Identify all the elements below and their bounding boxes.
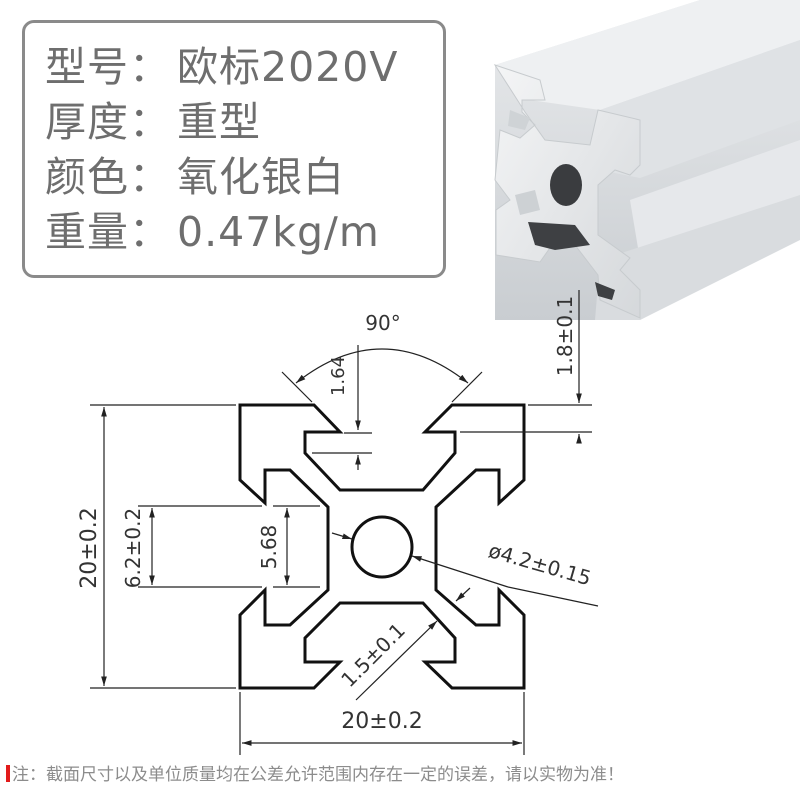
spec-value: 0.47kg/m bbox=[177, 208, 380, 256]
spec-value: 重型 bbox=[177, 98, 261, 146]
dim-slot-opening-label: 6.2±0.2 bbox=[121, 508, 145, 588]
spec-box: 型号：欧标2020V 厚度：重型 颜色：氧化银白 重量：0.47kg/m bbox=[22, 20, 446, 278]
dim-angle bbox=[281, 348, 483, 403]
spec-label: 厚度： bbox=[45, 98, 171, 146]
dim-slot-depth bbox=[312, 345, 372, 470]
dim-slot-opening bbox=[138, 505, 262, 588]
spec-value: 氧化银白 bbox=[177, 153, 345, 201]
dim-web-label: 1.5±0.1 bbox=[336, 618, 410, 692]
dim-width bbox=[239, 692, 525, 755]
dim-hole-label: ø4.2±0.15 bbox=[486, 538, 594, 590]
disclaimer-note: 注：截面尺寸以及单位质量均在公差允许范围内存在一定的误差，请以实物为准！ bbox=[6, 760, 624, 785]
spec-value: 欧标2020V bbox=[177, 43, 399, 91]
spec-row-color: 颜色：氧化银白 bbox=[45, 153, 345, 201]
product-photo bbox=[493, 0, 800, 320]
dim-slot-inner bbox=[273, 505, 320, 588]
dim-wall-label: 1.8±0.1 bbox=[553, 296, 577, 376]
dim-angle-label: 90° bbox=[365, 311, 400, 335]
spec-row-weight: 重量：0.47kg/m bbox=[45, 208, 380, 256]
dim-slot-depth-label: 1.64 bbox=[328, 356, 349, 396]
dim-web bbox=[355, 587, 471, 701]
dim-slot-inner-label: 5.68 bbox=[257, 525, 281, 570]
accent-bar bbox=[6, 765, 10, 782]
disclaimer-text: 注：截面尺寸以及单位质量均在公差允许范围内存在一定的误差，请以实物为准！ bbox=[12, 765, 624, 785]
spec-row-model: 型号：欧标2020V bbox=[45, 43, 398, 91]
spec-label: 重量： bbox=[45, 208, 171, 256]
profile-outline bbox=[238, 403, 526, 690]
dim-width-label: 20±0.2 bbox=[341, 709, 422, 734]
spec-label: 颜色： bbox=[45, 153, 171, 201]
dim-wall bbox=[460, 290, 592, 444]
dim-hole bbox=[331, 532, 599, 607]
dim-height-label: 20±0.2 bbox=[77, 507, 102, 588]
dim-height bbox=[90, 404, 236, 689]
spec-label: 型号： bbox=[45, 43, 171, 91]
spec-row-thickness: 厚度：重型 bbox=[45, 98, 261, 146]
cross-section-drawing: 20±0.2 6.2±0.2 5.68 20±0.2 90° 1.64 bbox=[77, 290, 599, 755]
